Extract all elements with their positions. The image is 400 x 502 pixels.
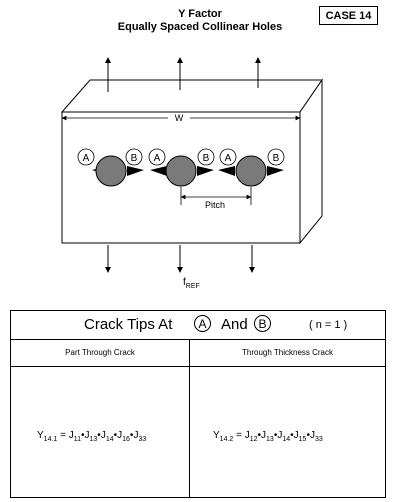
tip-label-circle xyxy=(197,148,215,166)
formula-term-subscript: 14 xyxy=(105,436,114,443)
tip-label-circle xyxy=(267,148,285,166)
formula-term-subscript: 33 xyxy=(138,436,147,443)
plate-diagram: W A B A B A B Pitch fREF xyxy=(60,57,323,290)
formula-term-subscript: 12 xyxy=(249,436,258,443)
hole xyxy=(95,155,127,187)
formula-term-subscript: 15 xyxy=(298,436,307,443)
formula-term: J xyxy=(133,430,139,441)
column-header-row: Part Through Crack Through Thickness Cra… xyxy=(11,340,385,367)
formula-term-subscript: 11 xyxy=(73,436,81,443)
pitch-label: Pitch xyxy=(205,200,225,210)
y-factor-table: Crack Tips At A And B ( n = 1 ) Part Thr… xyxy=(10,310,386,498)
formula-term-subscript: 13 xyxy=(266,436,274,443)
reference-stress-label: fREF xyxy=(183,277,200,290)
tip-label: A xyxy=(225,153,232,164)
formula-separator: • xyxy=(273,430,278,441)
right-column-header: Through Thickness Crack xyxy=(242,348,333,357)
tip-label-circle xyxy=(125,148,143,166)
formula-term: J xyxy=(309,430,315,441)
tip-label: B xyxy=(273,153,280,164)
formula-term-subscript: 33 xyxy=(314,436,323,443)
right-formula: Y14.2 = J12•J13•J14•J15•J33 xyxy=(213,429,323,447)
formula-term-subscript: 13 xyxy=(89,436,98,443)
crack-tip-b-symbol: B xyxy=(254,315,271,332)
formula-term: J xyxy=(277,430,283,441)
figure-title: Y Factor xyxy=(178,8,222,20)
and-text: And xyxy=(221,316,248,333)
left-formula: Y14.1 = J11•J13•J14•J16•J33 xyxy=(37,429,146,447)
hole-3 xyxy=(218,155,284,187)
crack-tip-b xyxy=(127,166,144,176)
formula-separator: • xyxy=(306,430,310,441)
crack-tip-b xyxy=(267,166,284,176)
formula-equals: = xyxy=(57,430,69,441)
table-header-row: Crack Tips At A And B ( n = 1 ) xyxy=(11,311,385,340)
formula-term: J xyxy=(100,430,106,441)
figure-subtitle: Equally Spaced Collinear Holes xyxy=(117,21,283,33)
case-label: CASE 14 xyxy=(319,6,378,25)
formula-lhs-subscript: 14.2 xyxy=(219,436,234,443)
formula-term: J xyxy=(293,430,299,441)
formula-lhs-subscript: 14.1 xyxy=(43,436,58,443)
hole-2 xyxy=(150,155,214,187)
crack-tip-a-symbol: A xyxy=(194,315,211,332)
hole xyxy=(165,155,197,187)
tip-label-circle xyxy=(219,148,237,166)
crack-tip-a xyxy=(218,166,235,176)
tip-label: A xyxy=(154,153,161,164)
tip-label-circle xyxy=(148,148,166,166)
tip-label: B xyxy=(131,153,138,164)
tip-label: A xyxy=(83,153,90,164)
formula-separator: • xyxy=(290,430,294,441)
formula-term: J xyxy=(68,430,74,441)
formula-term: J xyxy=(261,430,267,441)
formula-equals: = xyxy=(233,430,245,441)
formula-term: J xyxy=(117,430,123,441)
formula-lhs: Y xyxy=(37,430,44,441)
formula-term-subscript: 16 xyxy=(122,436,130,443)
formula-row: Y14.1 = J11•J13•J14•J16•J33 Y14.2 = J12•… xyxy=(11,367,385,497)
width-label: W xyxy=(175,113,184,123)
table-header-text: Crack Tips At xyxy=(84,316,173,333)
formula-separator: • xyxy=(257,430,262,441)
n-value: ( n = 1 ) xyxy=(309,319,348,331)
formula-term: J xyxy=(84,430,90,441)
formula-separator: • xyxy=(97,430,101,441)
crack-tip-b xyxy=(197,166,214,176)
formula-lhs: Y xyxy=(213,430,220,441)
column-divider xyxy=(189,340,190,497)
hole xyxy=(235,155,267,187)
crack-tip-a xyxy=(150,166,167,176)
formula-term: J xyxy=(244,430,250,441)
plate-top-face xyxy=(60,79,323,113)
hole-1 xyxy=(92,155,144,187)
left-column-header: Part Through Crack xyxy=(65,348,135,357)
formula-term-subscript: 14 xyxy=(282,436,291,443)
formula-separator: • xyxy=(129,430,134,441)
formula-separator: • xyxy=(113,430,118,441)
tip-label-circle xyxy=(77,148,95,166)
formula-separator: • xyxy=(80,430,85,441)
tip-label: B xyxy=(203,153,210,164)
